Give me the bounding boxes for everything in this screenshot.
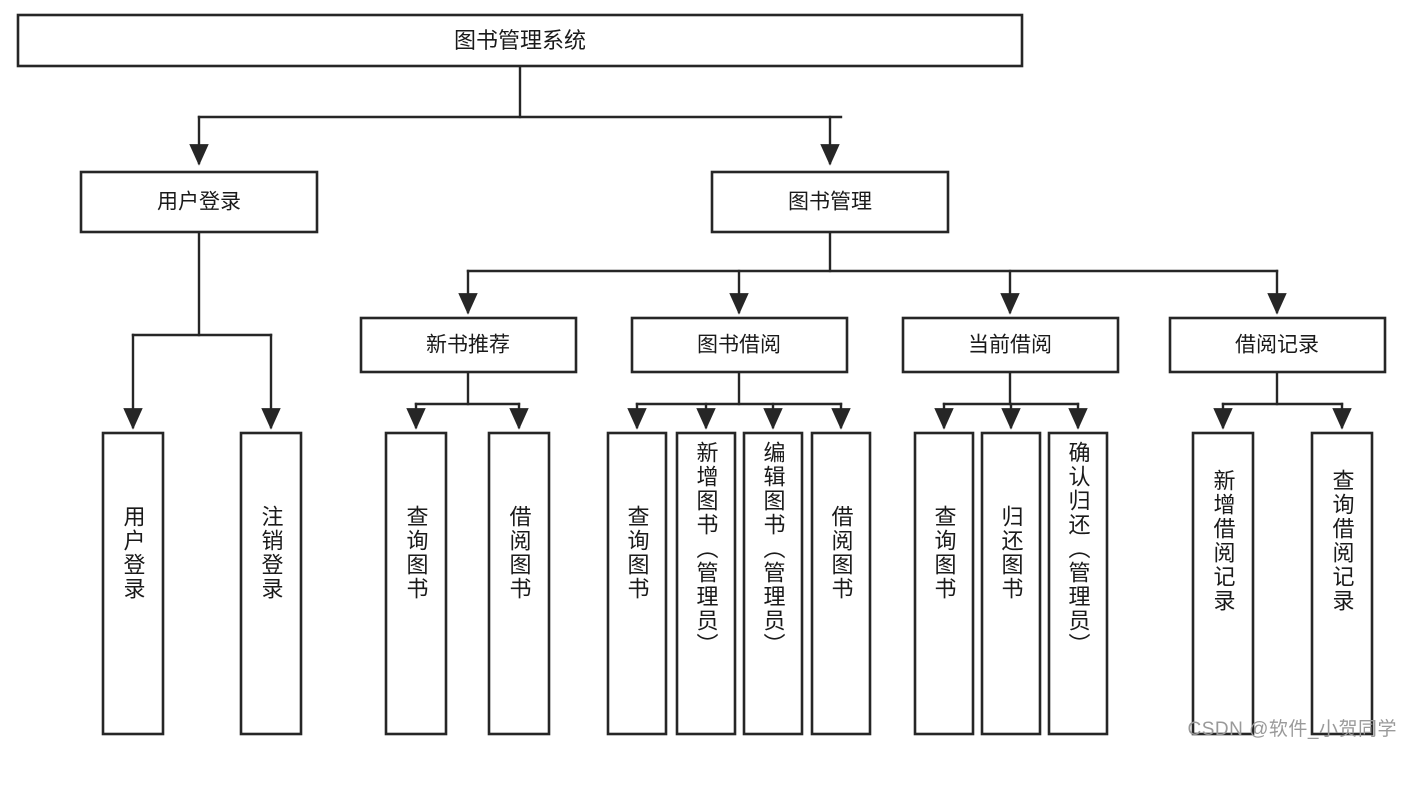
node-current-borrow[interactable]: 当前借阅 (901, 316, 1120, 374)
node-borrow-record[interactable]: 借阅记录 (1168, 316, 1387, 374)
node-book-borrow[interactable]: 图书借阅 (630, 316, 849, 374)
node-current-borrow-label: 当前借阅 (968, 334, 1052, 357)
node-book-borrow-label: 图书借阅 (697, 334, 781, 357)
diagram-canvas: 图书管理系统 用户登录 图书管理 新书推荐 图书借阅 当前借阅 借阅记录 (16, 13, 1387, 736)
leaf-node-borrow-book-2[interactable] (810, 431, 872, 736)
connector-bookmgmt-to-level2 (458, 231, 1287, 315)
leaf-node-query-book-3[interactable] (913, 431, 975, 736)
flowchart-diagram: 图书管理系统 用户登录 图书管理 新书推荐 图书借阅 当前借阅 借阅记录 (16, 13, 1397, 740)
node-user-login[interactable]: 用户登录 (79, 170, 319, 234)
connector-borrowrecord-to-leaves (1213, 370, 1352, 430)
leaf-node-user-login[interactable] (101, 431, 165, 736)
leaf-node-logout-login[interactable] (239, 431, 303, 736)
leaf-node-add-book[interactable] (675, 431, 737, 736)
leaf-node-return-book[interactable] (980, 431, 1042, 736)
node-user-login-label: 用户登录 (157, 191, 241, 214)
connector-currentborrow-to-leaves (934, 370, 1088, 430)
connector-newbook-to-leaves (406, 370, 529, 430)
watermark-text: CSDN @软件_小贺同学 (1187, 719, 1397, 740)
node-root[interactable]: 图书管理系统 (16, 13, 1024, 68)
leaf-node-confirm-return[interactable] (1047, 431, 1109, 736)
node-new-book-recommend-label: 新书推荐 (426, 334, 510, 357)
leaf-node-edit-book[interactable] (742, 431, 804, 736)
node-root-label: 图书管理系统 (454, 28, 586, 53)
leaf-node-query-book-1[interactable] (384, 431, 448, 736)
leaf-node-borrow-book-1[interactable] (487, 431, 551, 736)
connector-bookborrow-to-leaves (627, 370, 851, 430)
leaf-node-add-record[interactable] (1191, 431, 1255, 736)
node-book-management[interactable]: 图书管理 (710, 170, 950, 234)
connector-userlogin-to-leaves (123, 231, 281, 430)
node-borrow-record-label: 借阅记录 (1235, 334, 1319, 357)
node-new-book-recommend[interactable]: 新书推荐 (359, 316, 578, 374)
node-book-management-label: 图书管理 (788, 191, 872, 214)
connector-root-to-level1 (189, 64, 843, 166)
leaf-node-query-record[interactable] (1310, 431, 1374, 736)
leaf-node-query-book-2[interactable] (606, 431, 668, 736)
